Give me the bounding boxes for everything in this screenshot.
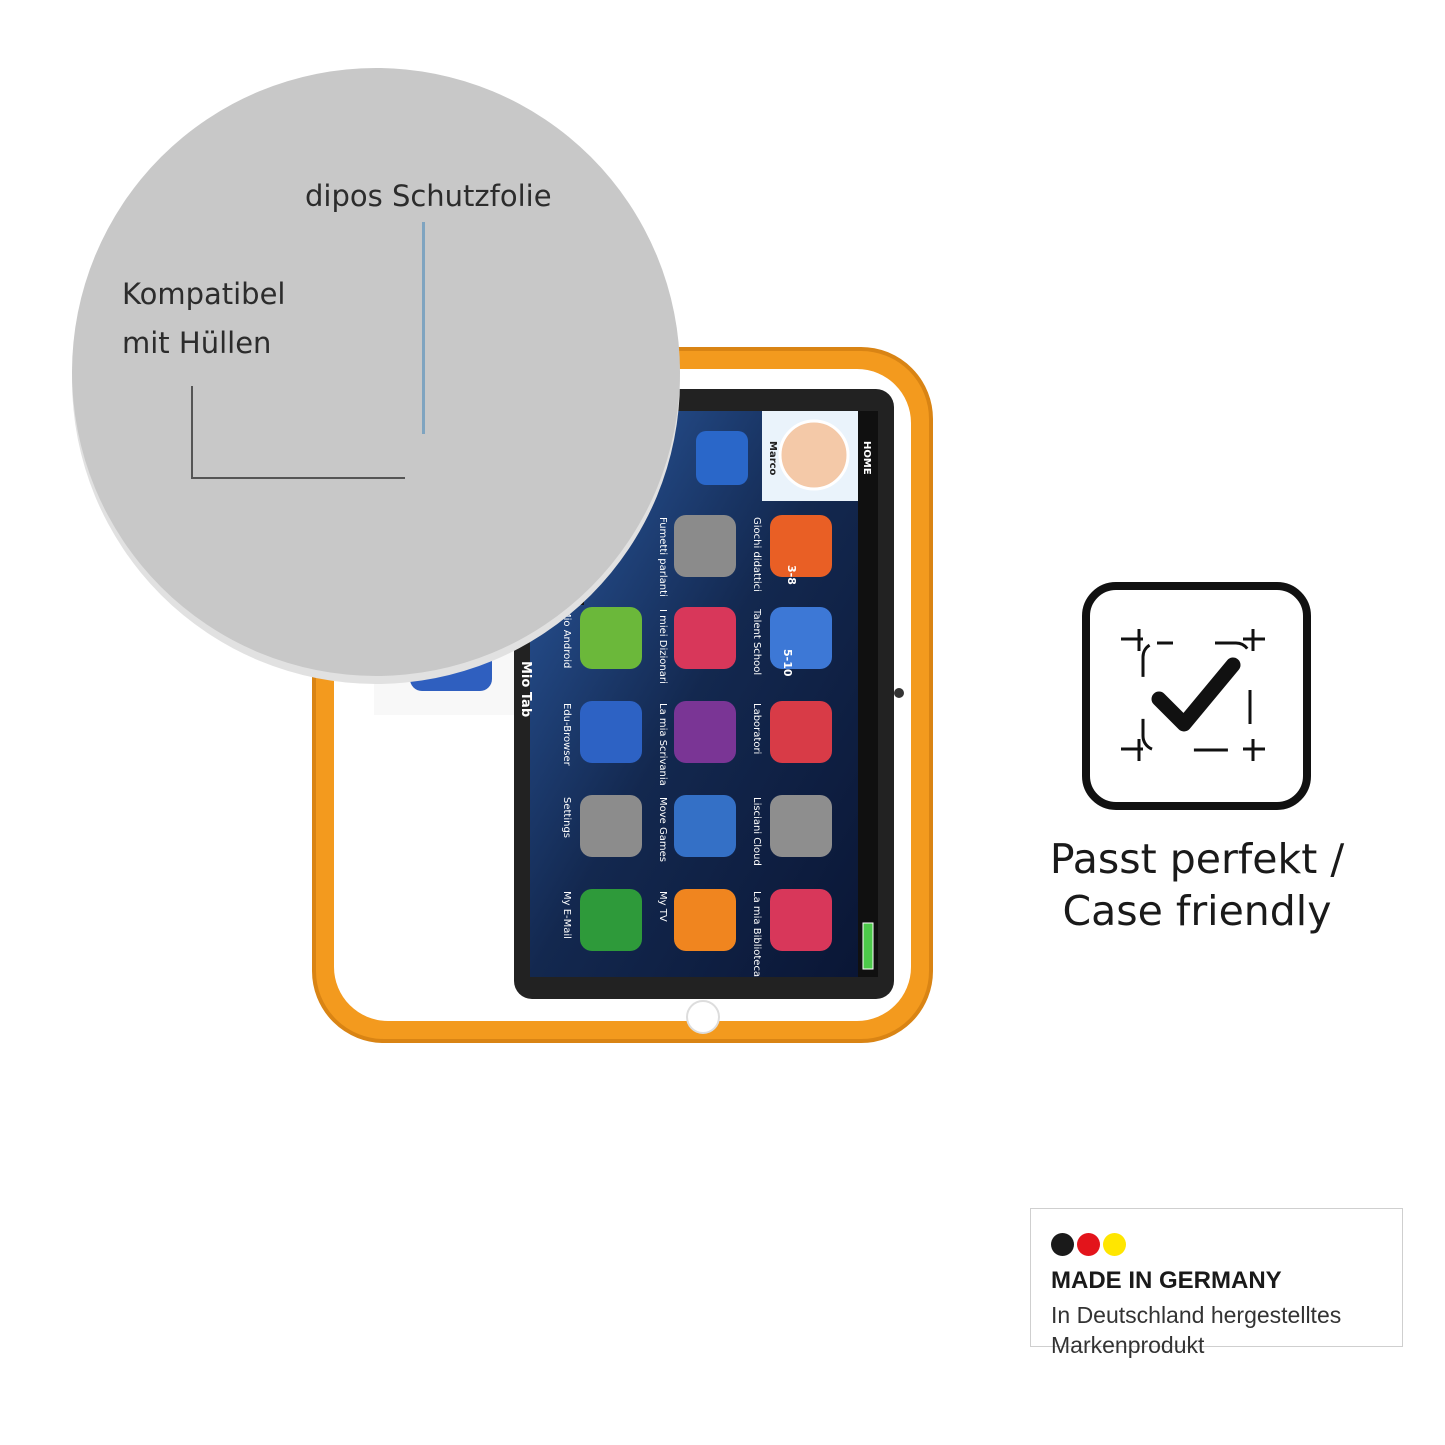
app-label: Fumetti parlanti — [657, 517, 668, 597]
app-label: Giochi didattici — [751, 517, 762, 592]
avatar — [778, 419, 850, 491]
app-label: Mio Android — [561, 609, 572, 668]
app-label: Move Games — [657, 797, 668, 862]
camera — [894, 688, 904, 698]
app-label: Talent School — [751, 608, 762, 675]
huellen-leader-line-vertical — [191, 386, 193, 479]
schutzfolie-callout: dipos Schutzfolie — [305, 179, 552, 213]
black-dot — [1051, 1233, 1074, 1256]
check-frame-icon — [1082, 582, 1311, 810]
case-friendly-line1: Passt perfekt / — [1049, 835, 1345, 883]
app-labels: Giochi didattici Fumetti parlanti Talent… — [561, 517, 762, 977]
magnifier-circle — [72, 68, 680, 684]
app-label: Settings — [561, 797, 572, 838]
battery-icon — [862, 922, 874, 970]
app-label: La mia Biblioteca — [751, 891, 762, 977]
age-badge: 5-10 — [781, 649, 794, 677]
status-bar — [858, 411, 878, 977]
case-friendly-caption: Passt perfekt / Case friendly — [1000, 833, 1394, 937]
gold-dot — [1103, 1233, 1126, 1256]
huellen-callout-line1: Kompatibel — [122, 277, 286, 311]
app-label: My E-Mail — [561, 891, 572, 939]
age-badge: 3-8 — [785, 565, 798, 585]
home-label: HOME — [861, 441, 872, 475]
made-in-germany-badge: MADE IN GERMANY In Deutschland hergestel… — [1030, 1208, 1403, 1358]
huellen-callout-line2: mit Hüllen — [122, 326, 272, 360]
red-dot — [1077, 1233, 1100, 1256]
app-icons — [580, 431, 832, 951]
case-friendly-line2: Case friendly — [1062, 887, 1332, 935]
app-label: Laboratori — [751, 703, 762, 754]
app-label: I miei Dizionari — [657, 609, 668, 684]
germany-flag-dots — [1051, 1233, 1126, 1256]
app-label: Edu-Browser — [561, 703, 572, 767]
app-label: La mia Scrivania — [657, 703, 668, 786]
schutzfolie-leader-line — [422, 222, 425, 434]
made-in-germany-title: MADE IN GERMANY — [1051, 1267, 1282, 1294]
made-in-germany-line2: Markenprodukt — [1051, 1332, 1205, 1358]
huellen-callout: Kompatibel mit Hüllen — [122, 270, 285, 368]
huellen-leader-line-horizontal — [191, 477, 405, 479]
home-button — [686, 1000, 720, 1034]
made-in-germany-line1: In Deutschland hergestelltes — [1051, 1302, 1342, 1328]
app-label: Lisciani Cloud — [751, 797, 762, 866]
app-label: My TV — [657, 891, 668, 922]
brand-label: Mio Tab — [518, 661, 533, 717]
made-in-germany-text: In Deutschland hergestelltes Markenprodu… — [1051, 1300, 1341, 1360]
user-name: Marco — [767, 441, 778, 476]
